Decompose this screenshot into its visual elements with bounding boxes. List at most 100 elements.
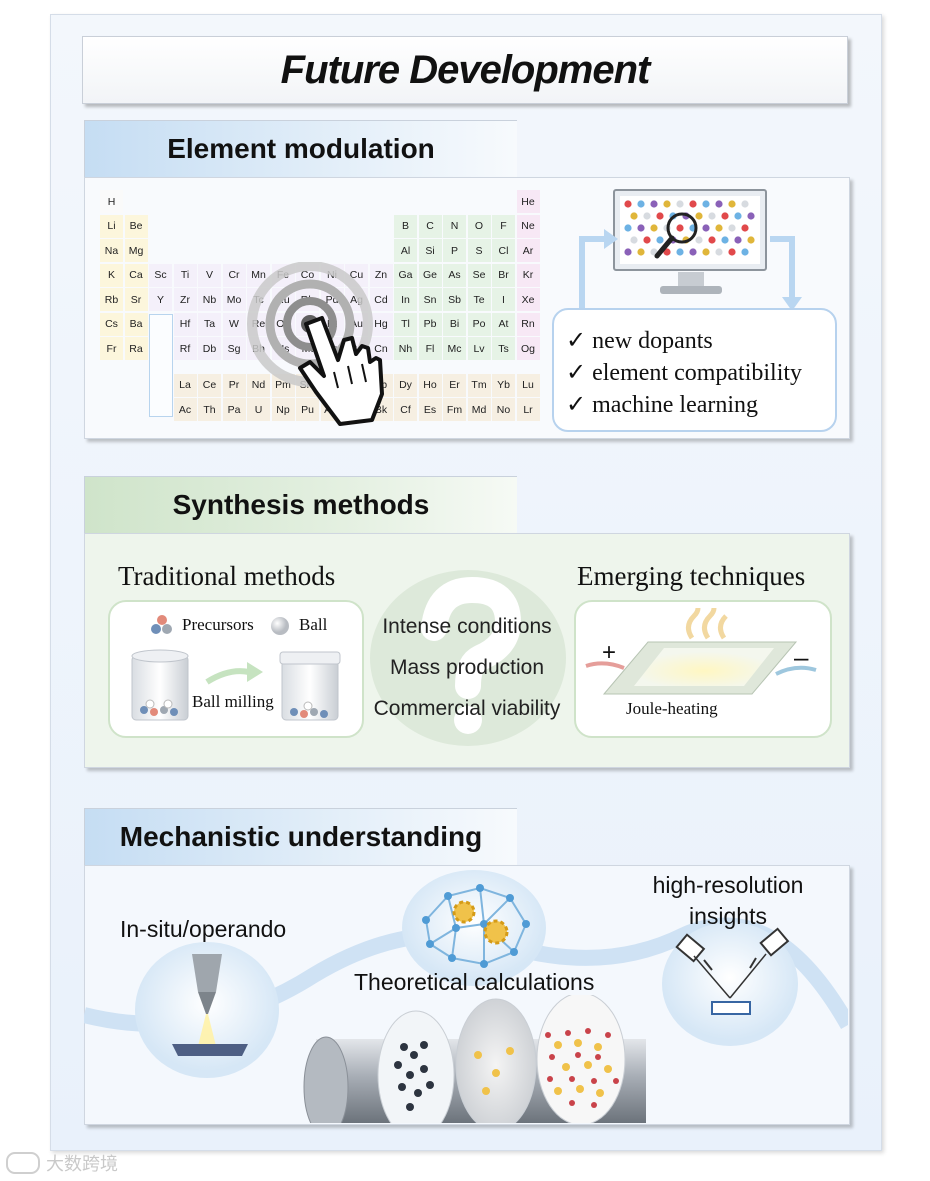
element-cell-s: S [467, 239, 491, 262]
cycle-arrows-icon [579, 229, 802, 311]
joule-heating-icon: + – [585, 608, 817, 695]
element-cell-ge: Ge [418, 263, 442, 287]
title-bar: Future Development [82, 36, 848, 104]
element-cell-es: Es [418, 398, 442, 422]
element-cell-ar: Ar [516, 239, 540, 262]
element-cell-rf: Rf [173, 337, 197, 360]
element-cell-f: F [492, 214, 515, 238]
element-cell-ac: Ac [173, 398, 197, 422]
element-cell-xe: Xe [516, 288, 540, 311]
lattice-atom [715, 248, 723, 256]
check-machine-learning: ✓ machine learning [566, 392, 759, 418]
element-cell-og: Og [516, 337, 540, 360]
lattice-atom [650, 224, 658, 232]
element-cell-md: Md [467, 398, 491, 422]
element-cell-n: N [443, 214, 466, 238]
element-cell-ho: Ho [418, 373, 442, 397]
lattice-atom [637, 200, 645, 208]
arrow-right-icon [205, 662, 263, 685]
element-cell-b: B [394, 214, 417, 238]
element-cell-as: As [443, 263, 466, 287]
element-cell-rn: Rn [516, 312, 540, 336]
element-modulation-heading: Element modulation [167, 133, 435, 164]
lattice-atom [656, 236, 664, 244]
element-cell-no: No [492, 398, 515, 422]
lattice-atom [695, 236, 703, 244]
element-cell-v: V [198, 263, 221, 287]
svg-text:–: – [794, 642, 809, 672]
element-cell-ba: Ba [124, 312, 148, 336]
lattice-atom [702, 200, 710, 208]
element-cell-pb: Pb [418, 312, 442, 336]
element-cell-ca: Ca [124, 263, 148, 287]
lattice-atom [624, 200, 632, 208]
element-cell-po: Po [467, 312, 491, 336]
element-cell-zr: Zr [173, 288, 197, 311]
cylinder-materials-icon [303, 995, 646, 1123]
lattice-atom [721, 212, 729, 220]
element-cell-i: I [492, 288, 515, 311]
element-cell-fr: Fr [100, 337, 123, 360]
lattice-atom [643, 212, 651, 220]
lattice-atom [676, 248, 684, 256]
figure-title: Future Development [280, 47, 651, 92]
lattice-atom [663, 200, 671, 208]
challenge-commercial-viability: Commercial viability [373, 697, 561, 720]
element-cell-te: Te [467, 288, 491, 311]
lattice-atom [741, 200, 749, 208]
lattice-atom [650, 200, 658, 208]
lattice-atom [637, 248, 645, 256]
element-cell-dy: Dy [394, 373, 417, 397]
element-cell-br: Br [492, 263, 515, 287]
element-cell-er: Er [443, 373, 466, 397]
element-cell-o: O [467, 214, 491, 238]
lattice-atom [676, 200, 684, 208]
element-modulation-tab: Element modulation [84, 120, 517, 177]
element-cell-cl: Cl [492, 239, 515, 262]
element-cell-w: W [222, 312, 246, 336]
checklist-box: ✓ new dopants ✓ element compatibility ✓ … [552, 308, 837, 432]
element-cell-nh: Nh [394, 337, 417, 360]
lattice-atom [624, 248, 632, 256]
monitor-lattice-icon [613, 189, 767, 294]
element-cell-c: C [418, 214, 442, 238]
watermark-text: 大数跨境 [46, 1154, 118, 1174]
element-cell-th: Th [198, 398, 221, 422]
element-cell-mg: Mg [124, 239, 148, 262]
element-cell-fm: Fm [443, 398, 466, 422]
check-element-compatibility: ✓ element compatibility [566, 360, 803, 386]
element-cell-nd: Nd [247, 373, 270, 397]
traditional-methods-heading: Traditional methods [118, 561, 336, 591]
element-cell-fl: Fl [418, 337, 442, 360]
element-cell-cr: Cr [222, 263, 246, 287]
svg-text:+: + [602, 639, 616, 666]
lattice-atom [708, 236, 716, 244]
brain-network-icon [402, 870, 546, 986]
element-cell-pu: Pu [296, 398, 319, 422]
lattice-atom [747, 212, 755, 220]
element-cell-nb: Nb [198, 288, 221, 311]
lattice-atom [721, 236, 729, 244]
element-cell-na: Na [100, 239, 123, 262]
lattice-atom [741, 248, 749, 256]
lattice-atom [708, 212, 716, 220]
element-cell-cn: Cn [369, 337, 393, 360]
target-pointer-icon [247, 262, 384, 426]
high-resolution-label: high-resolution [652, 872, 804, 898]
jar-before-icon [131, 649, 189, 721]
ball-label: Ball [299, 615, 328, 634]
lattice-atom [637, 224, 645, 232]
mechanistic-understanding-tab: Mechanistic understanding [84, 808, 517, 865]
high-resolution-detector-icon [662, 922, 798, 1046]
lattice-atom [715, 224, 723, 232]
element-cell-ga: Ga [394, 263, 417, 287]
ball-icon [271, 617, 289, 635]
element-cell-ra: Ra [124, 337, 148, 360]
emerging-techniques-heading: Emerging techniques [577, 561, 806, 591]
element-cell-be: Be [124, 214, 148, 238]
synthesis-methods-heading: Synthesis methods [172, 489, 430, 520]
element-cell-ti: Ti [173, 263, 197, 287]
element-cell-tl: Tl [394, 312, 417, 336]
check-new-dopants: ✓ new dopants [566, 328, 713, 354]
element-cell-at: At [492, 312, 515, 336]
